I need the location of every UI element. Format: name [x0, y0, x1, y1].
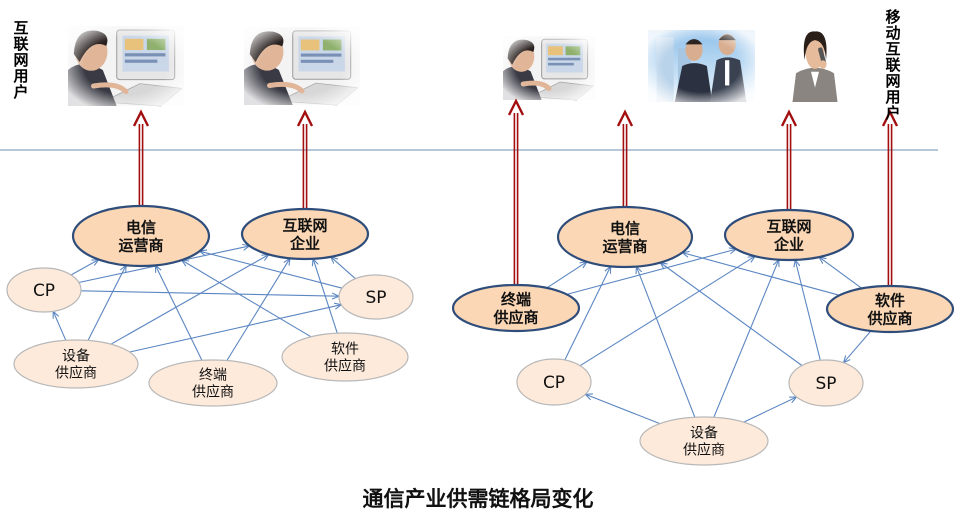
node-label: 终端: [199, 368, 227, 384]
node-shape: [6, 267, 82, 313]
node-shape: [13, 339, 139, 389]
relation-edge: [795, 260, 821, 361]
node-shape: [788, 359, 864, 407]
node-shape: [71, 204, 211, 268]
node-shape: [240, 207, 370, 261]
relation-edge: [844, 330, 872, 363]
node-label: 电信: [126, 218, 156, 236]
relation-edge: [182, 260, 312, 338]
right-user-label: 移动互联网用户: [885, 8, 901, 122]
relation-edge: [226, 258, 290, 361]
relation-edge: [80, 290, 339, 296]
node-right-cp: CP: [516, 358, 592, 406]
relation-edge: [110, 255, 269, 345]
phone-user-icon: [790, 30, 840, 102]
node-left-cp: CP: [6, 267, 82, 313]
computer-user-icon: [503, 36, 595, 101]
left-user-label: 互联网用户: [13, 19, 29, 101]
node-label: SP: [365, 288, 386, 308]
node-label: 供应商: [324, 358, 366, 375]
node-shape: [281, 332, 409, 382]
node-shape: [451, 283, 581, 333]
node-shape: [723, 208, 855, 262]
node-label: 供应商: [683, 442, 725, 459]
node-label: 软件: [331, 342, 359, 358]
node-label: 互联网: [282, 216, 327, 234]
node-shape: [825, 284, 955, 334]
node-shape: [338, 274, 414, 320]
node-label: 电信: [610, 219, 640, 237]
node-label: SP: [815, 374, 836, 394]
relation-edge: [636, 267, 696, 418]
relation-edge: [313, 259, 338, 334]
user-access-arrow: [881, 109, 899, 286]
node-label: CP: [543, 373, 565, 393]
user-access-arrow: [780, 109, 798, 210]
relation-edge: [713, 260, 779, 418]
node-label: 运营商: [602, 237, 647, 255]
relation-edge: [819, 257, 863, 289]
node-label: 互联网: [766, 217, 811, 235]
user-access-arrow: [132, 109, 150, 206]
computer-user-icon: [244, 27, 360, 106]
node-shape: [556, 205, 694, 269]
node-label: 供应商: [866, 309, 912, 327]
relation-edge: [660, 263, 803, 366]
node-label: 设备: [690, 425, 718, 442]
node-label: 软件: [875, 291, 905, 309]
node-label: 运营商: [118, 236, 163, 254]
relation-edge: [331, 257, 356, 280]
business-people-icon: [648, 30, 755, 103]
node-label: 终端: [501, 290, 531, 308]
relation-edge: [70, 260, 99, 276]
user-access-arrow: [616, 109, 634, 207]
relation-edge: [87, 265, 126, 341]
node-shape: [516, 358, 592, 406]
node-right-sp: SP: [788, 359, 864, 407]
node-label: 企业: [773, 235, 804, 253]
relation-edge: [682, 253, 840, 296]
node-label: 供应商: [492, 308, 538, 326]
node-label: 企业: [289, 234, 320, 252]
computer-user-icon: [68, 26, 184, 107]
relation-edge: [200, 251, 343, 289]
node-label: CP: [33, 281, 55, 301]
relation-edge: [546, 262, 587, 289]
relation-edge: [566, 249, 736, 295]
node-label: 供应商: [192, 384, 234, 401]
user-access-arrow: [296, 109, 314, 209]
node-label: 设备: [62, 348, 90, 365]
user-access-arrow: [507, 98, 525, 285]
relation-edge: [579, 256, 755, 367]
node-left-sp: SP: [338, 274, 414, 320]
relation-edge: [53, 311, 67, 341]
node-label: 供应商: [55, 365, 97, 382]
relation-edge: [585, 394, 661, 425]
node-shape: [148, 359, 278, 407]
relation-edge: [155, 265, 203, 361]
node-shape: [639, 416, 769, 466]
relation-edge: [743, 397, 797, 423]
diagram-title: 通信产业供需链格局变化: [362, 486, 594, 511]
relation-edge: [564, 266, 611, 361]
relation-edge: [129, 305, 342, 353]
